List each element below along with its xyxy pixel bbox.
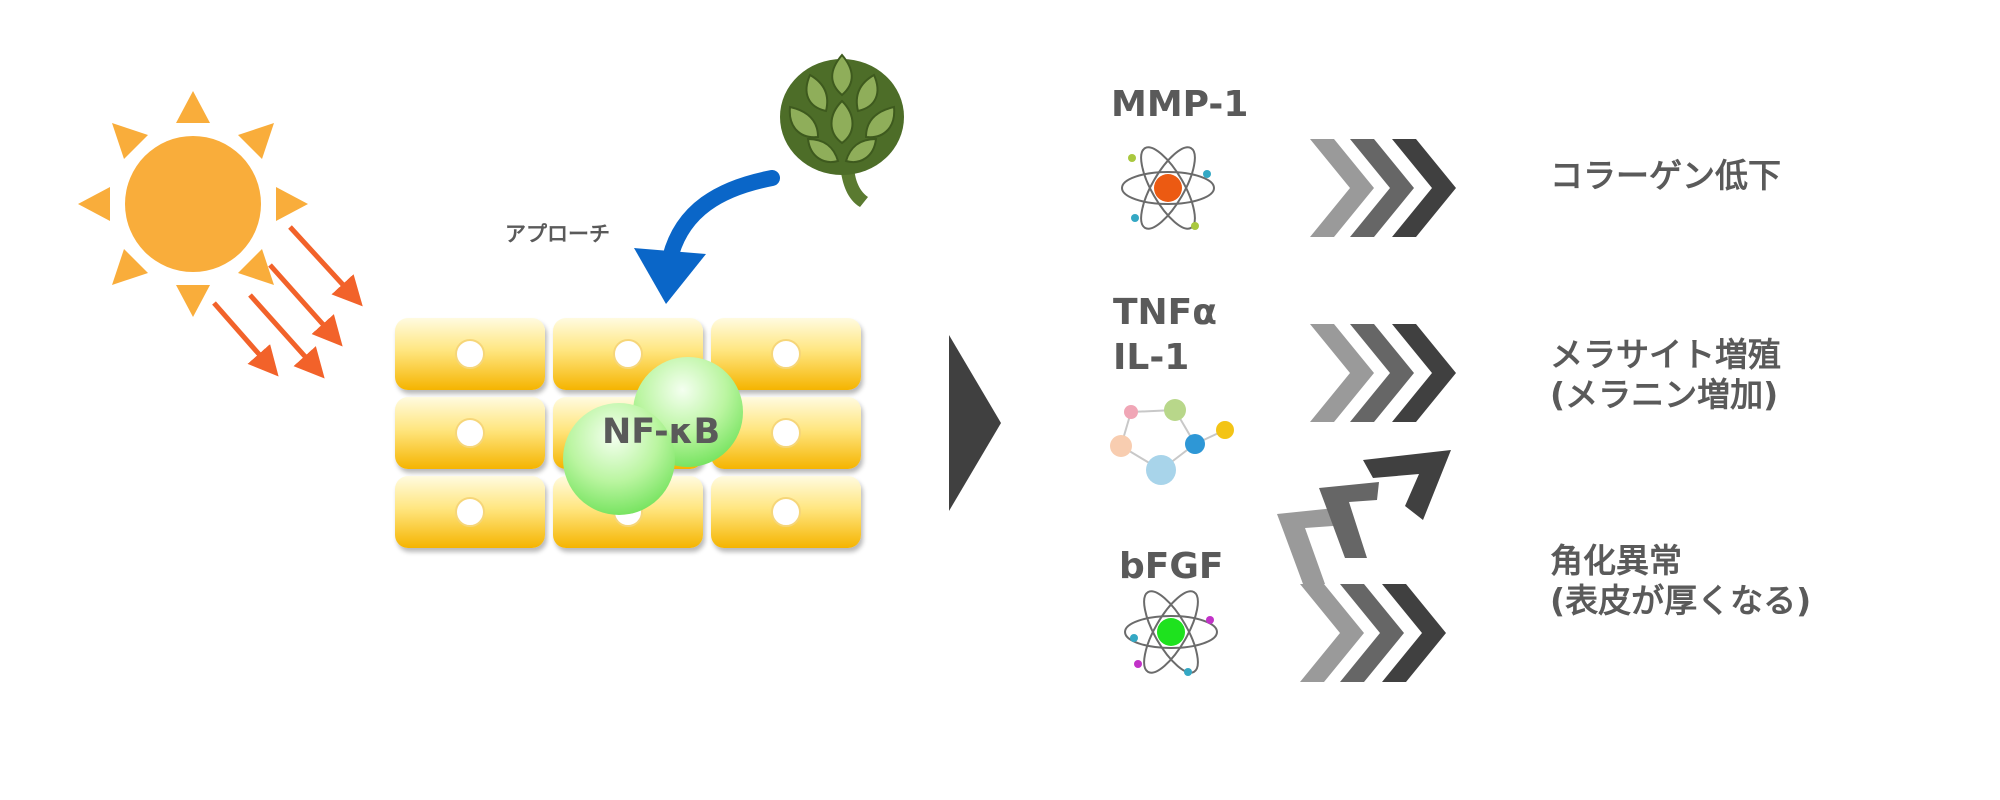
effect-melanocyte: メラサイト増殖 <box>1550 335 1781 374</box>
nfkb-label: NF-κB <box>602 412 721 452</box>
atom-icon <box>1121 146 1215 230</box>
triple-chevron-arrow <box>1300 584 1446 682</box>
skin-cell <box>395 397 545 469</box>
effect-keratinization: 角化異常 <box>1550 541 1682 580</box>
triple-chevron-up-arrow <box>1277 450 1451 584</box>
skin-cell <box>711 318 861 390</box>
skin-cell <box>395 318 545 390</box>
mediator-label-bfgf: bFGF <box>1119 546 1224 587</box>
sunlight-rays <box>212 225 363 379</box>
triple-chevron-arrow <box>1310 324 1456 422</box>
effect-collagen: コラーゲン低下 <box>1550 156 1781 195</box>
nfkb-sphere <box>563 403 675 515</box>
mediator-label-il1: IL-1 <box>1113 337 1190 378</box>
effect-melanin: (メラニン増加) <box>1550 375 1779 414</box>
artichoke-icon <box>780 53 904 207</box>
molecule-network-icon <box>1110 399 1234 485</box>
approach-label: アプローチ <box>505 222 610 246</box>
approach-arrow <box>634 170 780 304</box>
mediator-label-tnfa: TNFα <box>1113 292 1218 333</box>
atom-icon <box>1124 590 1218 676</box>
skin-cell <box>553 318 703 390</box>
triple-chevron-arrow <box>1310 139 1456 237</box>
sun-icon <box>78 91 308 317</box>
skin-cell <box>711 476 861 548</box>
skin-cell <box>395 476 545 548</box>
mediator-label-mmp1: MMP-1 <box>1111 84 1249 125</box>
effect-epidermis: (表皮が厚くなる) <box>1550 581 1812 620</box>
big-right-arrow <box>949 335 1001 511</box>
